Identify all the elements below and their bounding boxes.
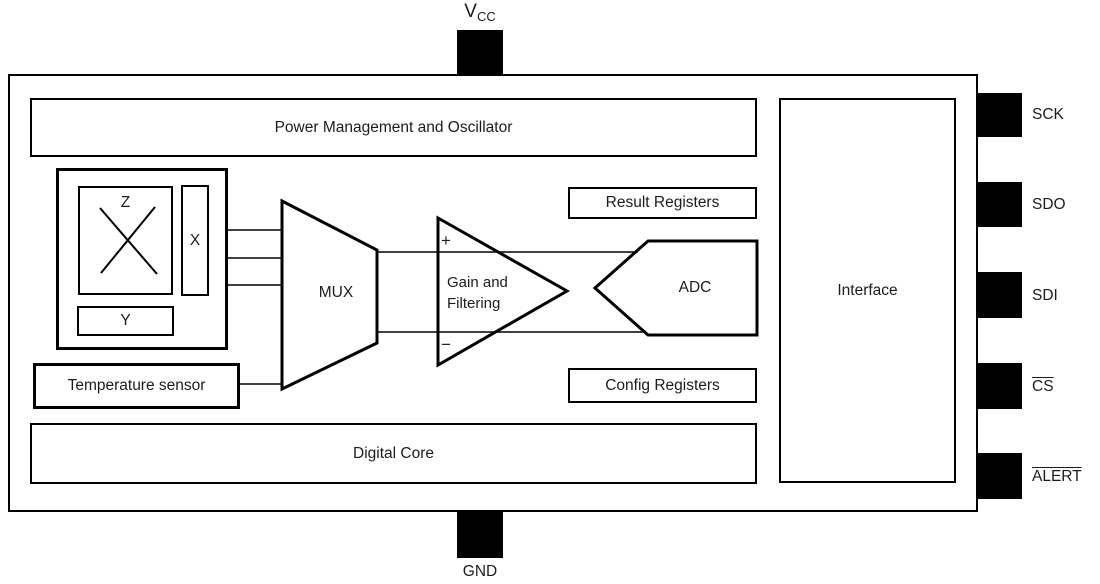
power-management-label: Power Management and Oscillator	[274, 118, 513, 136]
gain-minus-sign: −	[441, 335, 451, 354]
result-registers-label: Result Registers	[605, 194, 720, 211]
power-management-block: Power Management and Oscillator	[30, 98, 757, 157]
vcc-pin	[457, 30, 503, 76]
vcc-label-sub: CC	[476, 9, 496, 24]
mux-label: MUX	[318, 284, 354, 301]
adc-label: ADC	[678, 279, 712, 296]
sck-pin	[977, 93, 1022, 137]
alert-pin-label: ALERT	[1032, 468, 1082, 485]
config-registers-label: Config Registers	[605, 376, 720, 394]
gain-filtering-label: Gain and Filtering	[447, 272, 508, 314]
gain-label-line2: Filtering	[447, 295, 501, 312]
sck-pin-label: SCK	[1032, 106, 1064, 123]
interface-label: Interface	[837, 281, 898, 299]
gnd-pin-label: GND	[462, 563, 498, 580]
sdi-pin	[977, 272, 1022, 318]
interface-block: Interface	[779, 98, 956, 483]
gain-label-line1: Gain and	[447, 274, 508, 291]
sensor-y-box: Y	[77, 306, 174, 336]
cs-pin-label: CS	[1032, 378, 1054, 395]
sensor-x-box: X	[181, 185, 209, 296]
alert-pin	[977, 453, 1022, 499]
sensor-y-label: Y	[120, 312, 131, 329]
gain-plus-sign: +	[441, 231, 451, 250]
cs-pin	[977, 363, 1022, 409]
gnd-pin	[457, 510, 503, 558]
sdo-pin-label: SDO	[1032, 196, 1066, 213]
vcc-label-main: V	[464, 1, 477, 22]
config-registers-block: Config Registers	[568, 368, 757, 403]
sdo-pin	[977, 182, 1022, 227]
temperature-sensor-label: Temperature sensor	[67, 377, 206, 394]
sdi-pin-label: SDI	[1032, 287, 1058, 304]
sensor-x-label: X	[189, 231, 201, 249]
result-registers-block: Result Registers	[568, 187, 757, 219]
temperature-sensor-block: Temperature sensor	[33, 363, 240, 409]
digital-core-label: Digital Core	[353, 444, 434, 462]
digital-core-block: Digital Core	[30, 423, 757, 484]
vcc-pin-label: VCC	[447, 1, 513, 26]
sensor-z-label: Z	[120, 194, 131, 211]
